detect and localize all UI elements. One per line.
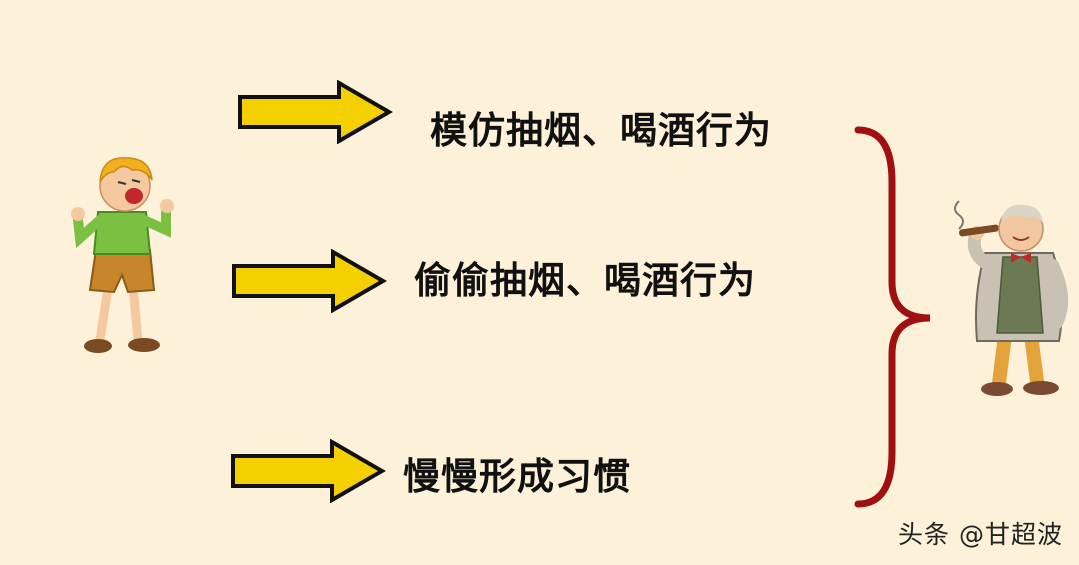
step-label-secretly: 偷偷抽烟、喝酒行为 xyxy=(414,259,756,302)
crying-child-icon xyxy=(70,150,180,364)
arrow-icon xyxy=(231,249,387,313)
right-brace-icon xyxy=(850,122,940,516)
smoking-man-icon xyxy=(945,195,1075,404)
step-label-habit: 慢慢形成习惯 xyxy=(403,455,631,498)
arrow-icon xyxy=(237,80,393,144)
watermark-text: 头条 @甘超波 xyxy=(898,520,1063,549)
step-label-imitate: 模仿抽烟、喝酒行为 xyxy=(430,109,772,152)
arrow-icon xyxy=(230,439,386,503)
